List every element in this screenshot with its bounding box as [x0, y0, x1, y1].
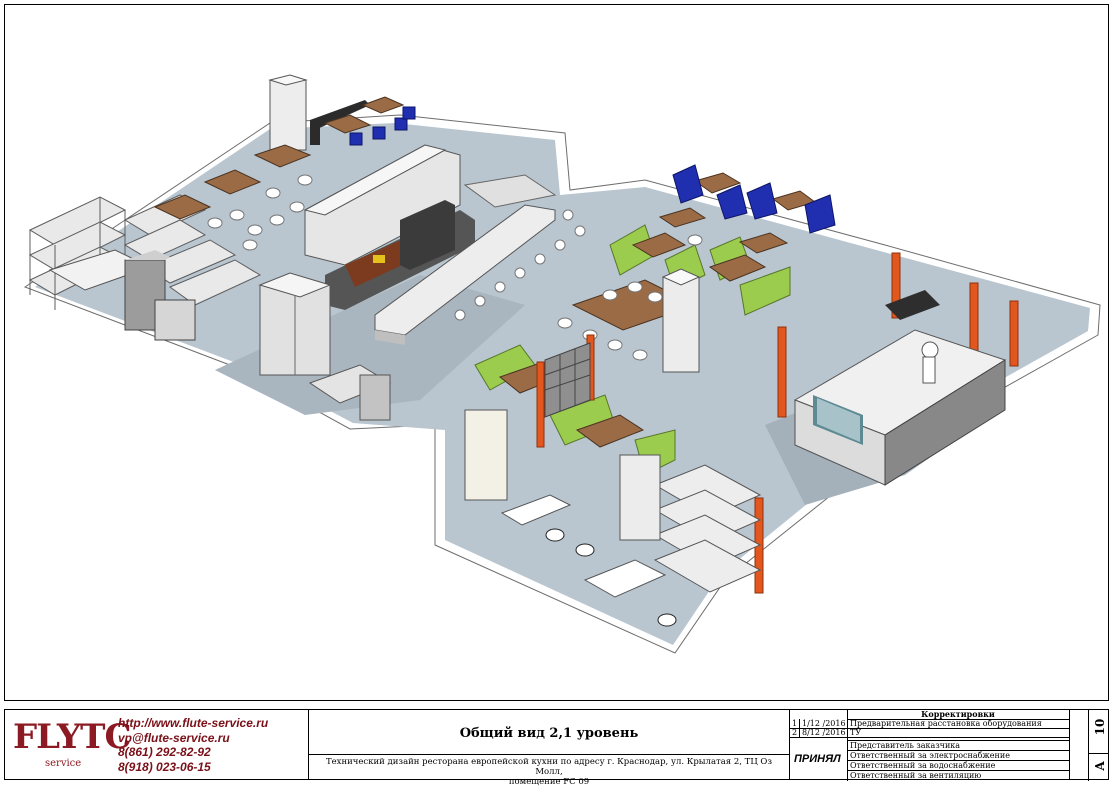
bar-counter — [793, 290, 1007, 486]
back-dining-tables — [153, 96, 416, 251]
revision-number: 2 — [792, 728, 798, 737]
floor-shadow-band — [215, 275, 525, 415]
bottom-shelving — [464, 409, 762, 593]
sheet-cell: 10 A — [1070, 710, 1108, 781]
responsible-label: Ответственный за вентиляцию — [850, 771, 982, 780]
company-cell: FLYTC service http://www.flute-service.r… — [5, 710, 309, 779]
revision-row: 2 8/12 /2016 ТУ — [790, 728, 1069, 738]
center-dining-zone — [474, 164, 836, 476]
title-cell: Общий вид 2,1 уровень Технический дизайн… — [309, 710, 790, 787]
revision-text: Предварительная расстановка оборудования — [850, 719, 1042, 728]
revision-date: 8/12 /2016 — [802, 728, 846, 737]
company-logo: FLYTC — [13, 717, 132, 757]
sheet-number-box — [1088, 710, 1108, 754]
restaurant-3d-view — [23, 74, 1101, 654]
revision-divider — [799, 719, 800, 737]
revision-number: 1 — [792, 719, 798, 728]
responsible-row: Представитель заказчика — [847, 740, 1069, 751]
long-counter — [374, 174, 586, 345]
responsible-label: Ответственный за электроснабжение — [850, 751, 1010, 760]
sheet-format-box — [1088, 754, 1108, 781]
sheet-format: A — [1093, 761, 1107, 771]
responsible-row: Ответственный за электроснабжение — [847, 750, 1069, 761]
metal-partition — [544, 342, 591, 418]
responsible-label: Ответственный за водоснабжение — [850, 761, 996, 770]
left-sink-counters — [48, 249, 196, 341]
left-shelving-racks — [28, 194, 262, 310]
drawing-description: Технический дизайн ресторана европейской… — [313, 757, 785, 787]
website-link[interactable]: http://www.flute-service.ru — [118, 716, 269, 730]
title-block: FLYTC service http://www.flute-service.r… — [4, 709, 1109, 787]
revision-text: ТУ — [850, 728, 862, 737]
isometric-render — [4, 4, 1109, 701]
title-divider — [309, 754, 789, 755]
phone-1: 8(861) 292-82-92 — [118, 745, 211, 759]
company-logo-sub: service — [45, 758, 82, 769]
back-wall-elements — [268, 74, 370, 151]
phone-2: 8(918) 023-06-15 — [118, 759, 211, 774]
kitchen-hood-line — [258, 144, 475, 376]
drawing-title: Общий вид 2,1 уровень — [459, 726, 639, 741]
revision-row: 1 1/12 /2016 Предварительная расстановка… — [790, 719, 1069, 729]
description-line-1: Технический дизайн ресторана европейской… — [325, 757, 773, 777]
revisions-cell: Корректировки 1 1/12 /2016 Предварительн… — [790, 710, 1070, 781]
email-link[interactable]: vp@flute-service.ru — [118, 730, 230, 745]
lower-left-counter — [308, 364, 392, 421]
revisions-header: Корректировки — [847, 710, 1069, 720]
company-contacts: http://www.flute-service.ru vp@flute-ser… — [118, 716, 268, 774]
responsible-row: Ответственный за водоснабжение — [847, 760, 1069, 771]
sheet-number: 10 — [1093, 718, 1107, 736]
bottom-desks — [500, 494, 677, 627]
revision-date: 1/12 /2016 — [802, 719, 846, 728]
accepted-label: ПРИНЯЛ — [794, 753, 841, 765]
revision-divider — [847, 710, 848, 781]
description-line-2: помещение FC 09 — [508, 777, 590, 787]
responsible-row: Ответственный за вентиляцию — [847, 770, 1069, 781]
responsible-label: Представитель заказчика — [850, 741, 961, 750]
